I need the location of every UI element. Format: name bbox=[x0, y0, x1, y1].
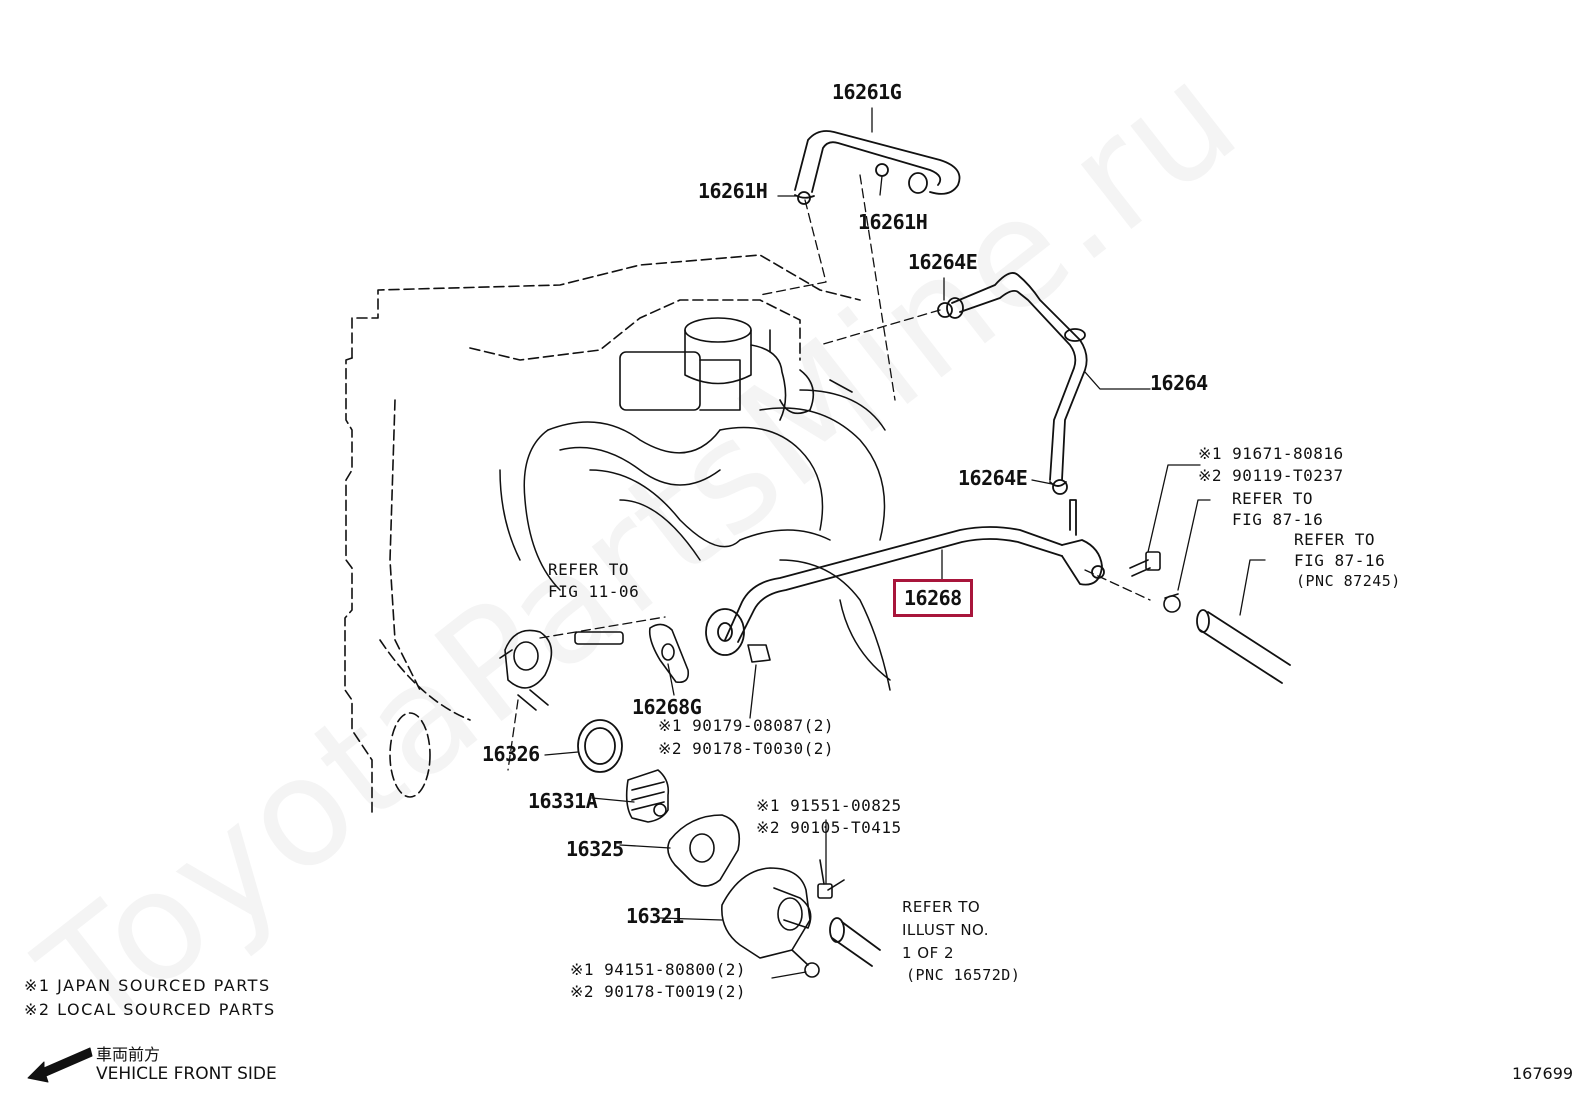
oring-16326 bbox=[577, 719, 623, 773]
figure-number: 167699 bbox=[1512, 1064, 1574, 1083]
ref-fig-87-16-b-line1[interactable]: REFER TO bbox=[1294, 530, 1376, 549]
ref-illust-line3: 1 OF 2 bbox=[902, 944, 955, 962]
ref-90178-T0030[interactable]: ※2 90178-T0030(2) bbox=[658, 739, 835, 758]
ref-fig-87-16-a-line1[interactable]: REFER TO bbox=[1232, 489, 1314, 508]
hose-16264 bbox=[937, 272, 1088, 495]
ref-90119-T0237[interactable]: ※2 90119-T0237 bbox=[1198, 466, 1344, 485]
label-16261H-left[interactable]: 16261H bbox=[698, 179, 768, 203]
ref-fig-11-06-line2[interactable]: FIG 11-06 bbox=[548, 582, 640, 601]
ref-pnc-16572D: (PNC 16572D) bbox=[906, 966, 1021, 984]
ref-pnc-87245: (PNC 87245) bbox=[1296, 572, 1401, 590]
ref-94151-80800[interactable]: ※1 94151-80800(2) bbox=[570, 960, 747, 979]
label-16331A[interactable]: 16331A bbox=[528, 789, 598, 813]
ref-fig-87-16-a-line2[interactable]: FIG 87-16 bbox=[1232, 510, 1324, 529]
legend-japan-sourced: ※1 JAPAN SOURCED PARTS bbox=[24, 976, 271, 995]
label-16321[interactable]: 16321 bbox=[626, 904, 684, 928]
label-16268[interactable]: 16268 bbox=[904, 586, 962, 610]
label-16261G[interactable]: 16261G bbox=[832, 80, 902, 104]
leaders bbox=[544, 107, 1266, 979]
label-16264[interactable]: 16264 bbox=[1150, 371, 1208, 395]
ref-91671-80816[interactable]: ※1 91671-80816 bbox=[1198, 444, 1344, 463]
hose-16261G bbox=[794, 130, 961, 205]
hose-16572D bbox=[829, 917, 881, 967]
bolt-pipe bbox=[1129, 551, 1181, 613]
legend-local-sourced: ※2 LOCAL SOURCED PARTS bbox=[24, 1000, 276, 1019]
ref-fig-87-16-b-line2[interactable]: FIG 87-16 bbox=[1294, 551, 1386, 570]
engine-block-outline bbox=[344, 254, 861, 813]
front-arrow-icon bbox=[27, 1047, 93, 1083]
gasket-area bbox=[499, 629, 624, 711]
ref-illust-line1[interactable]: REFER TO bbox=[902, 898, 981, 916]
hose-87245 bbox=[1196, 609, 1291, 684]
ref-90179-08087[interactable]: ※1 90179-08087(2) bbox=[658, 716, 835, 735]
label-16325[interactable]: 16325 bbox=[566, 837, 624, 861]
ref-fig-11-06-line1[interactable]: REFER TO bbox=[548, 560, 630, 579]
throttle-body bbox=[619, 317, 853, 421]
gasket-16325 bbox=[667, 814, 741, 887]
ref-illust-line2[interactable]: ILLUST NO. bbox=[902, 921, 990, 939]
leader-dashed bbox=[507, 174, 1151, 771]
pipe-16268 bbox=[705, 499, 1105, 656]
vehicle-front-en: VEHICLE FRONT SIDE bbox=[96, 1064, 277, 1084]
ref-90105-T0415[interactable]: ※2 90105-T0415 bbox=[756, 818, 902, 837]
label-16264E-bottom[interactable]: 16264E bbox=[958, 466, 1028, 490]
ref-90178-T0019[interactable]: ※2 90178-T0019(2) bbox=[570, 982, 747, 1001]
ref-91551-00825[interactable]: ※1 91551-00825 bbox=[756, 796, 902, 815]
label-16326[interactable]: 16326 bbox=[482, 742, 540, 766]
vehicle-front-jp: 車両前方 bbox=[96, 1045, 161, 1064]
intake-manifold bbox=[499, 389, 891, 691]
label-16268G[interactable]: 16268G bbox=[632, 695, 702, 719]
label-16261H-right[interactable]: 16261H bbox=[858, 210, 928, 234]
thermostat-16331A bbox=[625, 769, 670, 823]
gasket-16268G bbox=[648, 623, 690, 684]
nut bbox=[747, 644, 771, 663]
label-16264E-top[interactable]: 16264E bbox=[908, 250, 978, 274]
bolt-lower bbox=[791, 949, 820, 978]
water-inlet-16321 bbox=[721, 859, 845, 959]
selected-part-highlight bbox=[893, 579, 973, 617]
